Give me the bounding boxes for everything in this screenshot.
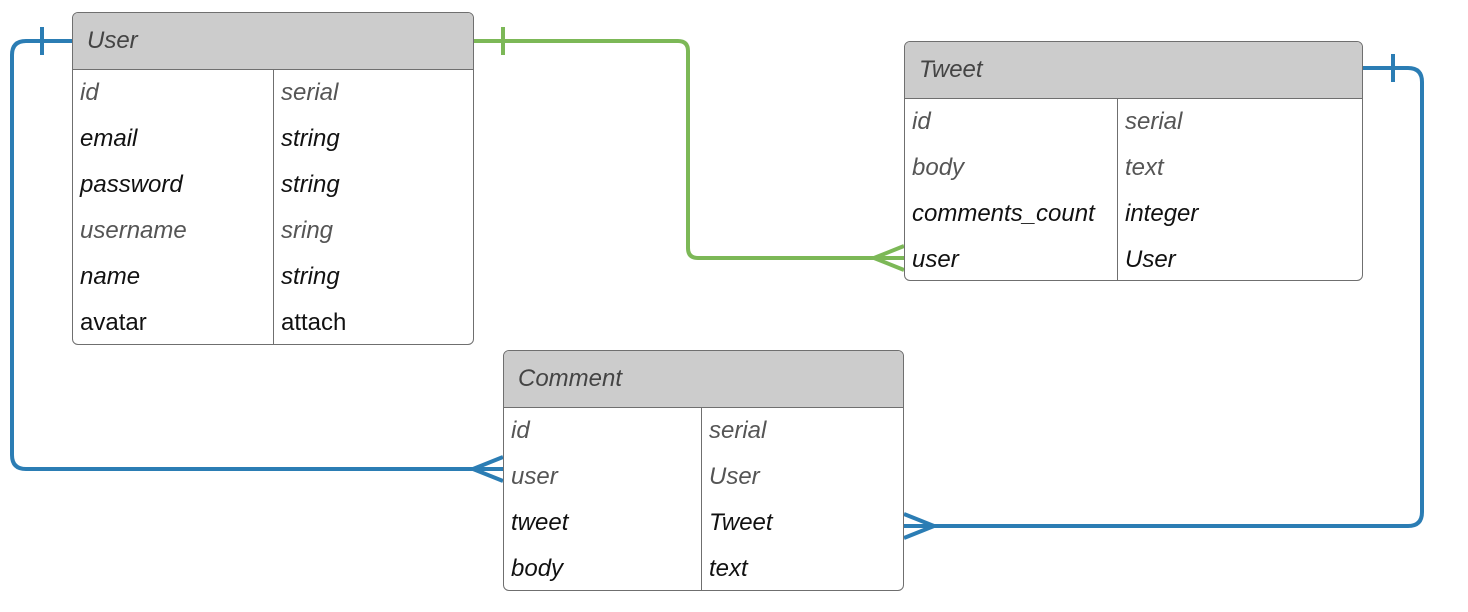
field-type: Tweet [709,509,773,536]
table-row: user User [905,237,1362,280]
field-name: name [80,263,141,290]
many-cardinality-marker [467,455,504,483]
field-name: comments_count [912,200,1095,227]
field-name: email [80,125,138,152]
user-table-header: User [73,13,473,70]
table-row: email string [73,116,473,162]
field-type: serial [1125,108,1183,135]
field-type: sring [281,217,334,244]
field-type: attach [281,309,347,336]
table-row: id serial [905,99,1362,145]
table-row: password string [73,162,473,208]
many-cardinality-marker [868,244,905,272]
field-name: id [511,417,530,444]
tweet-table[interactable]: Tweet id serial body text comments_count… [904,41,1363,281]
field-type: string [281,125,340,152]
table-row: id serial [73,70,473,116]
table-row: body text [905,145,1362,191]
comment-table-header: Comment [504,351,903,408]
table-title: Tweet [919,56,983,83]
tweet-comment-relation-line [903,54,1424,540]
table-row: id serial [504,408,903,454]
field-type: serial [281,79,339,106]
table-row: username sring [73,208,473,254]
field-name: password [80,171,183,198]
field-name: body [511,555,564,582]
field-type: serial [709,417,767,444]
table-row: user User [504,454,903,500]
field-type: text [1125,154,1164,181]
field-name: body [912,154,965,181]
column-divider [273,70,274,344]
column-divider [1117,99,1118,280]
user-comment-relation-line [10,27,504,483]
field-type: string [281,263,340,290]
field-name: username [80,217,187,244]
table-row: tweet Tweet [504,500,903,546]
user-tweet-relation-line [474,27,905,272]
user-table[interactable]: User id serial email string password str… [72,12,474,345]
field-name: tweet [511,509,569,536]
field-name: user [912,246,959,273]
comment-table[interactable]: Comment id serial user User tweet Tweet … [503,350,904,591]
field-type: User [1125,246,1176,273]
many-cardinality-marker [903,512,940,540]
table-title: Comment [518,365,623,392]
field-name: id [80,79,99,106]
field-name: user [511,463,558,490]
field-type: integer [1125,200,1199,227]
field-type: text [709,555,748,582]
field-type: User [709,463,760,490]
table-row: comments_count integer [905,191,1362,237]
table-row: name string [73,254,473,300]
table-row: avatar attach [73,300,473,344]
field-type: string [281,171,340,198]
field-name: id [912,108,931,135]
column-divider [701,408,702,590]
table-title: User [87,27,138,54]
table-row: body text [504,546,903,590]
tweet-table-header: Tweet [905,42,1362,99]
field-name: avatar [80,309,147,336]
